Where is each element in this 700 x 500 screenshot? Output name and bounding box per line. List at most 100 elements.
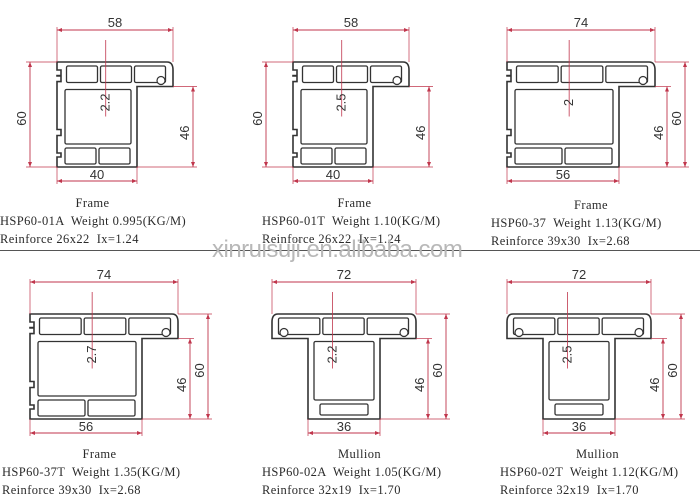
gasket-groove xyxy=(161,327,171,338)
dimension-bottom-width: 56 xyxy=(79,419,93,434)
dimension-bottom-width: 40 xyxy=(326,167,340,182)
reinforcement-chamber xyxy=(548,340,610,401)
dimension-arrow xyxy=(665,162,669,167)
profile-panel-1: 58 2.2 46 60 40 xyxy=(14,15,197,184)
dimension-ledge-height: 46 xyxy=(177,126,192,140)
dimension-arrow xyxy=(308,431,313,435)
dimension-arrow xyxy=(188,338,192,344)
dimension-arrow xyxy=(28,162,32,167)
profile-chamber xyxy=(512,317,556,336)
dimension-top-width: 72 xyxy=(572,267,586,282)
dimension-bottom-width: 36 xyxy=(337,419,351,434)
profile-chamber xyxy=(37,399,86,417)
dimension-top-width: 58 xyxy=(108,15,122,30)
profile-chamber xyxy=(300,147,333,165)
profile-chamber xyxy=(83,317,127,336)
gasket-groove xyxy=(514,327,524,338)
dimension-height: 60 xyxy=(14,111,29,125)
dimension-arrow xyxy=(444,314,448,319)
dimension-arrow xyxy=(683,162,687,167)
dimension-ledge-height: 46 xyxy=(647,378,662,392)
profile-weight: HSP60-02T Weight 1.12(KG/M) xyxy=(500,465,679,479)
profile-weight: HSP60-37T Weight 1.35(KG/M) xyxy=(2,465,181,479)
dimension-arrow xyxy=(661,338,665,344)
profile-chamber xyxy=(554,403,604,416)
dimension-wall-thickness: 2 xyxy=(561,99,576,106)
dimension-arrow xyxy=(507,28,512,32)
dimension-arrow xyxy=(507,280,512,284)
profile-reinforce: Reinforce 32x19 Ix=1.70 xyxy=(262,483,401,497)
profile-chamber xyxy=(335,65,369,84)
gasket-groove xyxy=(399,327,409,338)
dimension-ledge-height: 46 xyxy=(174,378,189,392)
dimension-wall-thickness: 2.2 xyxy=(324,345,339,363)
dimension-wall-thickness: 2.5 xyxy=(334,93,349,111)
dimension-arrow xyxy=(30,431,35,435)
dimension-arrow xyxy=(679,414,683,419)
profile-type: Frame xyxy=(75,196,110,210)
profile-chamber xyxy=(564,147,613,165)
dimension-arrow xyxy=(679,314,683,319)
profile-chamber xyxy=(605,65,649,84)
gasket-groove xyxy=(279,327,289,338)
profile-reinforce: Reinforce 26x22 Ix=1.24 xyxy=(262,232,401,246)
profile-reinforce: Reinforce 32x19 Ix=1.70 xyxy=(500,483,639,497)
dimension-bottom-width: 56 xyxy=(556,167,570,182)
dimension-arrow xyxy=(411,280,416,284)
profile-type: Frame xyxy=(337,196,372,210)
gasket-groove xyxy=(392,75,402,86)
dimension-arrow xyxy=(507,179,512,183)
dimension-arrow xyxy=(264,62,268,67)
dimension-top-width: 74 xyxy=(97,267,111,282)
profile-chamber xyxy=(557,317,600,336)
dimension-height: 60 xyxy=(250,111,265,125)
profile-weight: HSP60-02A Weight 1.05(KG/M) xyxy=(262,465,442,479)
dimension-arrow xyxy=(137,431,142,435)
profile-chamber xyxy=(319,403,369,416)
dimension-arrow xyxy=(426,338,430,344)
profile-chamber xyxy=(99,65,133,84)
profile-chamber xyxy=(65,65,99,84)
gasket-groove xyxy=(634,327,644,338)
gasket-groove xyxy=(156,75,166,86)
profile-weight: HSP60-01A Weight 0.995(KG/M) xyxy=(0,214,187,228)
dimension-arrow xyxy=(191,162,195,167)
dimension-ledge-height: 46 xyxy=(412,378,427,392)
profile-chamber xyxy=(38,317,82,336)
profile-chamber xyxy=(128,317,172,336)
profile-chamber xyxy=(277,317,321,336)
dimension-ledge-height: 46 xyxy=(651,126,666,140)
dimension-arrow xyxy=(683,62,687,67)
dimension-wall-thickness: 2.2 xyxy=(98,93,113,111)
profile-chamber xyxy=(514,147,563,165)
dimension-wall-thickness: 2.7 xyxy=(84,345,99,363)
dimension-arrow xyxy=(375,431,380,435)
dimension-arrow xyxy=(427,162,431,167)
dimension-height: 60 xyxy=(665,363,680,377)
dimension-arrow xyxy=(404,28,409,32)
profile-reinforce: Reinforce 26x22 Ix=1.24 xyxy=(0,232,139,246)
reinforcement-chamber xyxy=(37,340,137,397)
profile-reinforce: Reinforce 39x30 Ix=2.68 xyxy=(2,483,141,497)
dimension-wall-thickness: 2.5 xyxy=(559,345,574,363)
dimension-arrow xyxy=(650,28,655,32)
profile-weight: HSP60-37 Weight 1.13(KG/M) xyxy=(491,216,662,230)
reinforcement-chamber xyxy=(300,88,368,145)
profile-chamber xyxy=(98,147,131,165)
profile-chamber xyxy=(515,65,559,84)
dimension-arrow xyxy=(610,431,615,435)
dimension-bottom-width: 40 xyxy=(90,167,104,182)
dimension-top-width: 72 xyxy=(337,267,351,282)
reinforcement-chamber xyxy=(313,340,375,401)
profile-reinforce: Reinforce 39x30 Ix=2.68 xyxy=(491,234,630,248)
dimension-arrow xyxy=(57,179,62,183)
dimension-arrow xyxy=(206,314,210,319)
